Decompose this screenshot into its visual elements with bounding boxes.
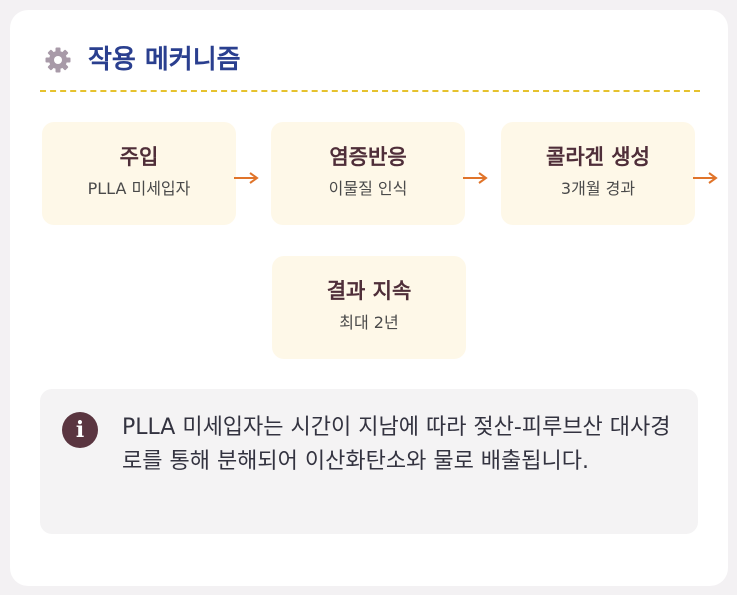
mechanism-card: 작용 메커니즘 주입 PLLA 미세입자 염증반응 이물질 인식 콜라겐 생성 … xyxy=(10,10,728,586)
step-card-injection: 주입 PLLA 미세입자 xyxy=(42,122,236,225)
step-subtitle: 3개월 경과 xyxy=(560,179,636,198)
step-title: 결과 지속 xyxy=(326,279,412,303)
info-text: PLLA 미세입자는 시간이 지남에 따라 젖산-피루브산 대사경로를 통해 분… xyxy=(122,415,671,474)
step-card-result: 결과 지속 최대 2년 xyxy=(272,256,466,359)
step-subtitle: 최대 2년 xyxy=(339,313,399,332)
arrow-right-icon xyxy=(693,172,718,184)
section-header: 작용 메커니즘 xyxy=(40,40,700,92)
info-icon: i xyxy=(62,412,98,448)
step-title: 주입 xyxy=(119,145,159,169)
step-card-inflammation: 염증반응 이물질 인식 xyxy=(271,122,465,225)
gear-icon xyxy=(45,47,71,73)
arrow-right-icon xyxy=(234,172,259,184)
arrow-right-icon xyxy=(463,172,488,184)
step-title: 염증반응 xyxy=(329,145,407,169)
info-box: i PLLA 미세입자는 시간이 지남에 따라 젖산-피루브산 대사경로를 통해… xyxy=(40,389,698,534)
step-subtitle: PLLA 미세입자 xyxy=(87,179,191,198)
step-card-collagen: 콜라겐 생성 3개월 경과 xyxy=(501,122,695,225)
section-title: 작용 메커니즘 xyxy=(88,45,241,75)
step-subtitle: 이물질 인식 xyxy=(328,179,408,198)
step-title: 콜라겐 생성 xyxy=(546,145,650,169)
